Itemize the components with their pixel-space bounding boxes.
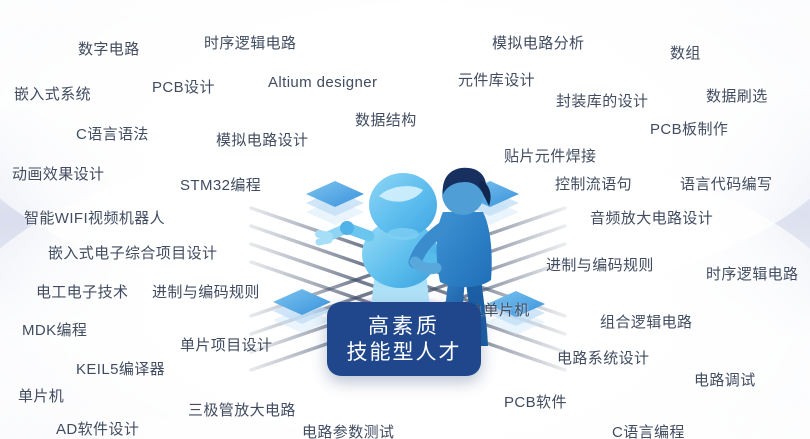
keyword-label: 封装库的设计	[556, 93, 649, 110]
keyword-label: 时序逻辑电路	[204, 35, 297, 52]
keyword-label: 51单片机	[466, 302, 530, 319]
keyword-label: 单片机	[18, 388, 65, 405]
keyword-label: 数组	[670, 45, 701, 62]
badge-line-1: 高素质	[368, 314, 440, 338]
keyword-label: 时序逻辑电路	[706, 266, 799, 283]
keyword-label: 模拟电路设计	[216, 132, 309, 149]
stacked-chip-top-left	[306, 181, 364, 225]
keyword-label: 模拟电路分析	[492, 35, 585, 52]
keyword-label: PCB设计	[152, 79, 215, 96]
keyword-label: 进制与编码规则	[546, 257, 654, 274]
keyword-label: 数据刷选	[706, 88, 768, 105]
keyword-label: 数字电路	[78, 41, 140, 58]
keyword-label: 音频放大电路设计	[590, 210, 714, 227]
keyword-label: 嵌入式系统	[14, 86, 92, 103]
keyword-label: 控制流语句	[555, 176, 633, 193]
stacked-chip-bottom-right	[487, 291, 545, 335]
keyword-label: 动画效果设计	[12, 166, 105, 183]
keyword-label: KEIL5编译器	[76, 361, 166, 378]
keyword-label: MDK编程	[22, 322, 88, 339]
keyword-label: 语言代码编写	[680, 176, 773, 193]
stacked-chip-bottom-left	[273, 289, 331, 333]
center-badge: 高素质 技能型人才	[327, 302, 481, 376]
keyword-label: 电路参数测试	[302, 424, 395, 439]
keyword-label: 数据结构	[355, 112, 417, 129]
keyword-label: AD软件设计	[56, 421, 140, 438]
engineer-figure	[408, 167, 492, 346]
keyword-label: 嵌入式电子综合项目设计	[48, 245, 218, 262]
keyword-label: 智能WIFI视频机器人	[24, 210, 166, 227]
robot-arm	[315, 221, 375, 246]
badge-line-2: 技能型人才	[346, 340, 462, 364]
keyword-label: PCB板制作	[650, 121, 729, 138]
keyword-label: 单片项目设计	[180, 337, 273, 354]
keyword-label: 元件库设计	[458, 72, 536, 89]
keyword-label: 电路调试	[694, 372, 756, 389]
keyword-label: 贴片元件焊接	[504, 148, 597, 165]
keyword-label: PCB软件	[504, 394, 567, 411]
keyword-label: 三极管放大电路	[188, 402, 296, 419]
keyword-label: Altium designer	[268, 74, 378, 91]
keyword-label: C语言编程	[612, 424, 685, 439]
keyword-label: 电工电子技术	[36, 284, 129, 301]
keyword-label: STM32编程	[180, 177, 262, 194]
keyword-label: 进制与编码规则	[152, 284, 260, 301]
keyword-label: C语言语法	[76, 126, 149, 143]
keyword-label: 电路系统设计	[557, 350, 650, 367]
keyword-label: 组合逻辑电路	[600, 314, 693, 331]
